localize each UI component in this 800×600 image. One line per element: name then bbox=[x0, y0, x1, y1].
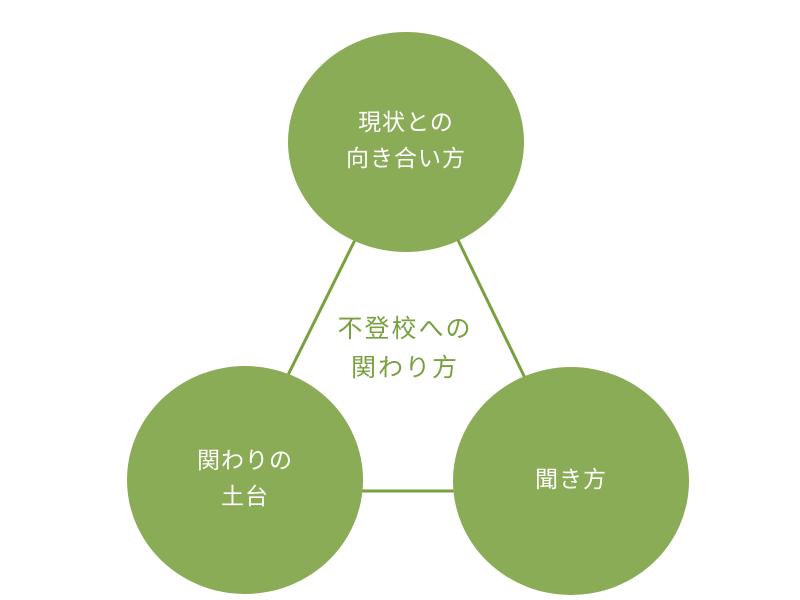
node-top-label-line2: 向き合い方 bbox=[346, 146, 466, 172]
connector-top-left bbox=[286, 239, 357, 376]
node-relationship-foundation: 関わりの 土台 bbox=[127, 366, 363, 594]
node-current-situation: 現状との 向き合い方 bbox=[288, 32, 524, 252]
node-top-label-line1: 現状との bbox=[358, 110, 454, 137]
center-title-line2: 関わり方 bbox=[350, 352, 459, 382]
node-left-label-line1: 関わりの bbox=[197, 448, 293, 475]
connector-top-right bbox=[456, 239, 527, 379]
center-title: 不登校への 関わり方 bbox=[305, 310, 505, 388]
center-title-line1: 不登校への bbox=[337, 314, 473, 343]
node-listening: 聞き方 bbox=[453, 367, 689, 595]
node-left-label-line2: 土台 bbox=[221, 484, 269, 510]
node-right-label-line1: 聞き方 bbox=[535, 467, 607, 494]
